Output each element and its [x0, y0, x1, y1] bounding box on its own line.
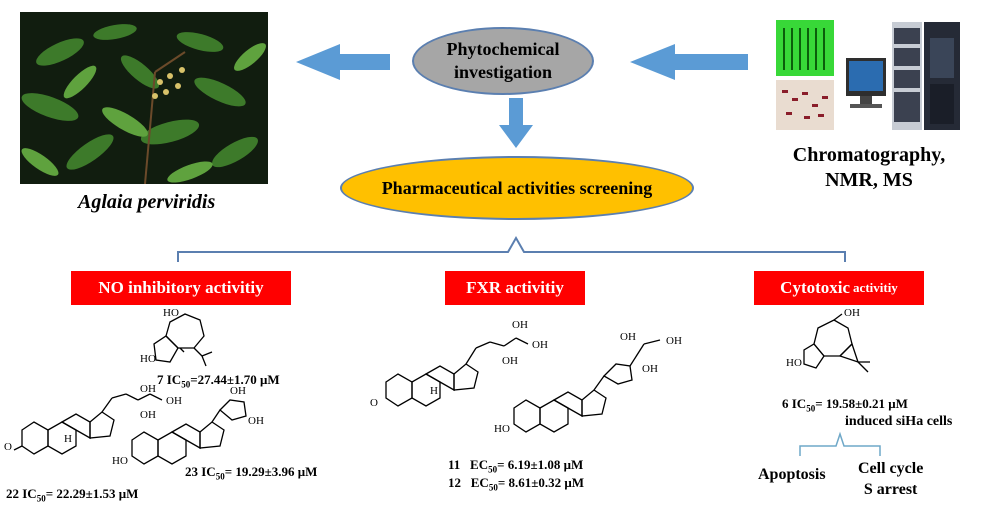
plant-leaves-illustration	[20, 12, 268, 184]
activity-bracket	[177, 235, 846, 262]
structure-22-oh: OH	[140, 383, 156, 395]
compound-22-label: IC	[22, 486, 37, 501]
structure-11-oh-3: OH	[502, 355, 518, 367]
species-name: Aglaia perviridis	[78, 191, 216, 213]
structure-23-oh-2: OH	[248, 415, 264, 427]
structure-11-o: O	[370, 397, 378, 409]
cell-cycle-line-1: Cell cycle	[858, 460, 924, 477]
compound-6-num: 6	[782, 396, 789, 411]
screening-label: Pharmaceutical activities screening	[381, 177, 653, 198]
compound-22-ic: = 22.29±1.53 μM	[45, 486, 139, 501]
structure-22-o: O	[4, 441, 12, 453]
compound-12-ec: = 8.61±0.32 μM	[497, 475, 584, 490]
structure-23-oh: OH	[230, 385, 246, 397]
structure-22-h: H	[64, 433, 72, 445]
compound-23-num: 23	[185, 464, 198, 479]
cytotoxic-label: Cytotoxic	[780, 278, 851, 297]
compound-22-sub: 50	[36, 493, 46, 504]
structure-23-ho: HO	[112, 455, 128, 467]
compound-7-label: IC	[166, 372, 182, 387]
structure-22-oh-2: OH	[166, 395, 182, 407]
compound-7-sub: 50	[181, 379, 191, 390]
compound-23-ic: = 19.29±3.96 μM	[224, 464, 318, 479]
compound-7-value: 7 IC50=27.44±1.70 μM	[157, 372, 280, 390]
methods-label: Chromatography, NMR, MS	[780, 143, 958, 193]
compound-6-value: 6 IC50= 19.58±0.21 μM	[782, 396, 908, 414]
compound-23-value: 23 IC50= 19.29±3.96 μM	[185, 464, 317, 482]
compound-11-num: 11	[448, 457, 461, 472]
arrow-left-to-plant	[296, 44, 390, 80]
structure-12-oh-2: OH	[666, 335, 682, 347]
no-inhibitory-box: NO inhibitory activitiy	[71, 271, 291, 305]
chromatography-instruments-illustration	[776, 20, 960, 130]
compound-12-num: 12	[448, 475, 461, 490]
structure-7: HO HO	[140, 307, 213, 367]
structure-11-oh: OH	[512, 319, 528, 331]
structure-11-h: H	[430, 385, 438, 397]
methods-line-1: Chromatography,	[792, 144, 946, 166]
compound-6-label: IC	[791, 396, 807, 411]
phytochemical-line-1: Phytochemical	[446, 39, 560, 59]
compound-11-ec: = 6.19±1.08 μM	[497, 457, 584, 472]
siha-cells-label: induced siHa cells	[845, 414, 953, 429]
fxr-box: FXR activitiy	[445, 271, 585, 305]
arrow-down-to-screening	[499, 98, 533, 148]
compound-22-num: 22	[6, 486, 19, 501]
apoptosis-label: Apoptosis	[758, 466, 826, 483]
compound-11-value: 11 EC50= 6.19±1.08 μM	[448, 457, 583, 475]
compound-23-label: IC	[201, 464, 216, 479]
fxr-label: FXR activitiy	[466, 278, 564, 297]
structure-12-ho: HO	[494, 423, 510, 435]
compound-11-label: EC	[470, 457, 489, 472]
compound-12-sub: 50	[488, 482, 498, 493]
instrumentation-photos	[774, 18, 964, 138]
structure-6-ho: HO	[786, 357, 802, 369]
structure-7-ho: HO	[163, 307, 179, 319]
structure-11: O OH OH OH H	[370, 319, 548, 409]
structure-6-oh: OH	[844, 307, 860, 319]
structure-7-ho-2: HO	[140, 353, 156, 365]
compound-11-sub: 50	[488, 464, 498, 475]
cytotoxic-label-small: activitiy	[853, 280, 898, 295]
structure-12-oh: OH	[620, 331, 636, 343]
cell-cycle-label: Cell cycle S arrest	[858, 458, 923, 500]
arrow-left-from-instruments	[630, 44, 748, 80]
compound-23-sub: 50	[215, 471, 225, 482]
structure-22-oh-3: OH	[140, 409, 156, 421]
compound-6-sub: 50	[806, 403, 816, 414]
methods-line-2: NMR, MS	[825, 169, 913, 191]
cell-cycle-line-2: S arrest	[863, 481, 918, 498]
structure-22: O OH OH OH H	[4, 383, 182, 455]
phytochemical-investigation-node: Phytochemical investigation	[412, 27, 594, 95]
structure-6: OH HO	[786, 307, 870, 373]
structure-12: HO OH OH OH	[494, 331, 682, 435]
screening-node: Pharmaceutical activities screening	[340, 156, 694, 220]
structure-12-oh-3: OH	[642, 363, 658, 375]
compound-12-value: 12 EC50= 8.61±0.32 μM	[448, 475, 584, 493]
phytochemical-line-2: investigation	[453, 62, 552, 82]
compound-7-ic: =27.44±1.70 μM	[190, 372, 280, 387]
compound-7-num: 7	[157, 372, 164, 387]
structure-23: HO OH OH	[112, 385, 264, 467]
no-inhibitory-label: NO inhibitory activitiy	[98, 278, 264, 297]
compound-6-ic: = 19.58±0.21 μM	[815, 396, 908, 411]
aglaia-plant-photo	[20, 12, 268, 184]
structure-11-oh-2: OH	[532, 339, 548, 351]
compound-22-value: 22 IC50= 22.29±1.53 μM	[6, 486, 138, 504]
compound-12-label: EC	[470, 475, 489, 490]
